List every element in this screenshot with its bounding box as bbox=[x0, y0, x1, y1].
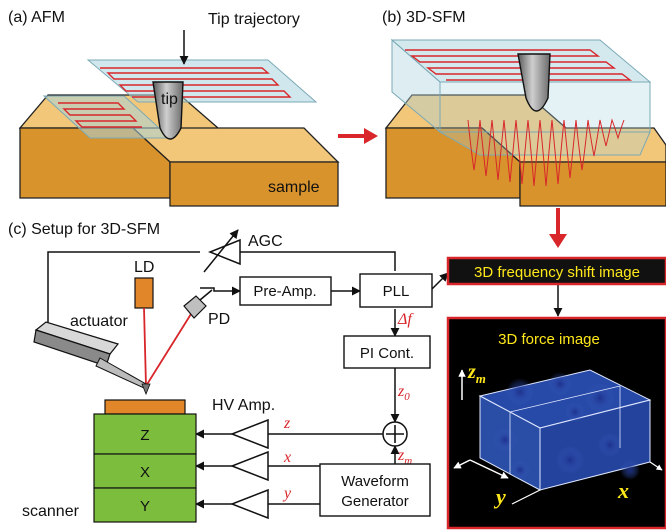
pd-label: PD bbox=[208, 311, 230, 328]
laser-beam bbox=[143, 305, 197, 390]
tip-a bbox=[152, 81, 184, 140]
hv-amp-label: HV Amp. bbox=[212, 397, 275, 414]
force-image-label: 3D force image bbox=[498, 331, 600, 348]
axis-zm-symbol: z bbox=[467, 361, 476, 383]
axis-x-label: x bbox=[617, 478, 629, 503]
signal-wiring bbox=[43, 251, 563, 505]
waveform-line1: Waveform bbox=[341, 473, 409, 490]
scanner-z-label: Z bbox=[140, 427, 149, 444]
force-axes: zm y x bbox=[453, 361, 663, 509]
preamp-label: Pre-Amp. bbox=[253, 283, 316, 300]
zm-subscript: m bbox=[404, 455, 412, 467]
tip-b bbox=[517, 53, 551, 112]
ld-label: LD bbox=[134, 259, 154, 276]
arrow-b-to-c bbox=[549, 208, 567, 248]
signal-y-label: y bbox=[282, 485, 292, 502]
hv-amplifiers: HV Amp. z x y bbox=[195, 397, 292, 520]
force-volume-cube bbox=[478, 369, 652, 491]
panel-b: (b) 3D-SFM bbox=[382, 9, 666, 207]
freq-image-label: 3D frequency shift image bbox=[474, 264, 640, 281]
arrow-a-to-b bbox=[338, 128, 378, 144]
laser-diode: LD bbox=[134, 259, 154, 309]
scanner-label: scanner bbox=[22, 503, 80, 520]
pi-cont-label: PI Cont. bbox=[360, 345, 414, 362]
agc-label: AGC bbox=[248, 233, 283, 250]
waveform-generator-box: Waveform Generator bbox=[319, 463, 431, 517]
oscillation-trace-b bbox=[467, 118, 625, 187]
panel-a-label: (a) AFM bbox=[8, 9, 65, 26]
tip-label: tip bbox=[161, 91, 178, 108]
z0-symbol: z bbox=[397, 383, 405, 400]
photodiode: PD bbox=[183, 289, 230, 328]
actuator: actuator bbox=[33, 313, 151, 396]
zm-symbol: z bbox=[397, 447, 405, 464]
freq-shift-image-box: 3D frequency shift image bbox=[446, 256, 666, 286]
scanner-y-label: Y bbox=[140, 498, 150, 515]
delta-f-label: Δf bbox=[397, 311, 414, 328]
waveform-line2: Generator bbox=[341, 493, 409, 510]
axis-zm-label: zm bbox=[467, 361, 486, 386]
tip-trajectory-b bbox=[405, 49, 633, 81]
zm-label: zm bbox=[397, 447, 412, 467]
panel-c-label: (c) Setup for 3D-SFM bbox=[8, 221, 160, 238]
force-image-panel: 3D force image zm y x bbox=[446, 316, 666, 530]
pi-controller-box: PI Cont. bbox=[343, 335, 431, 369]
signal-z-label: z bbox=[283, 415, 291, 432]
panel-a: (a) AFM tip Tip trajectory sample bbox=[8, 9, 340, 207]
actuator-label: actuator bbox=[70, 313, 128, 330]
z0-subscript: 0 bbox=[404, 391, 410, 403]
sample-label: sample bbox=[268, 179, 320, 196]
panel-b-label: (b) 3D-SFM bbox=[382, 9, 466, 26]
axis-zm-subscript: m bbox=[476, 371, 486, 386]
signal-x-label: x bbox=[283, 449, 291, 466]
axis-y-label: y bbox=[493, 484, 506, 509]
agc-amplifier: AGC bbox=[203, 229, 283, 273]
pll-box: PLL bbox=[359, 273, 433, 308]
tip-trajectory-a bbox=[58, 67, 292, 128]
summing-junction bbox=[382, 421, 408, 447]
z0-label: z0 bbox=[397, 383, 410, 403]
tip-trajectory-label: Tip trajectory bbox=[208, 11, 300, 28]
scanner-stack: Z X Y scanner bbox=[22, 399, 197, 523]
pll-label: PLL bbox=[383, 283, 410, 300]
scanner-x-label: X bbox=[140, 464, 150, 481]
preamp-box: Pre-Amp. bbox=[239, 276, 332, 306]
